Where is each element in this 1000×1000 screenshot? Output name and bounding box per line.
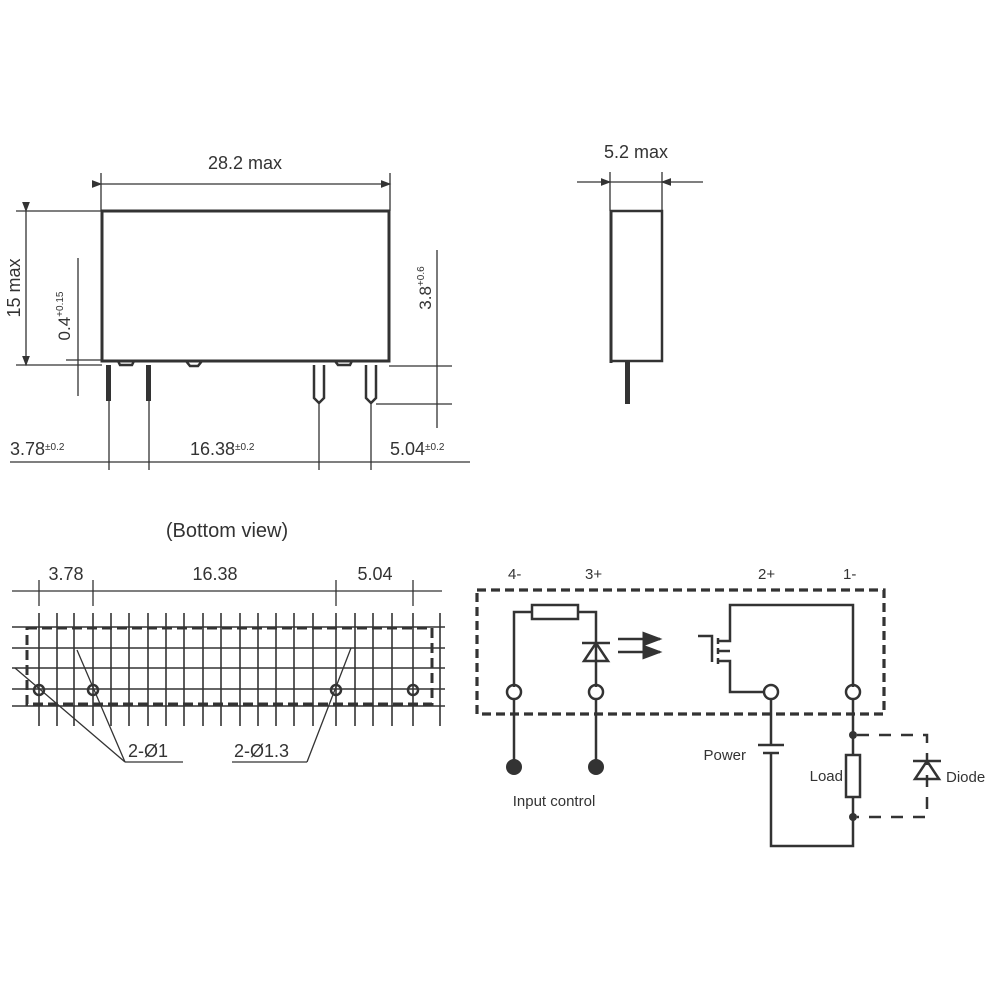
pin-4: [364, 365, 378, 405]
led-icon: [581, 640, 611, 663]
pin-label-3: 3+: [585, 566, 602, 583]
pin-2: [146, 365, 151, 401]
side-pin: [625, 362, 630, 404]
hole-4: [406, 683, 420, 697]
bottom-dim-left: 3.78: [48, 564, 83, 584]
front-view: 28.2 max 15 max 0.4+0.15 3.8+0.6 3.78±0.…: [4, 153, 470, 470]
width-dimension-label: 28.2 max: [208, 153, 282, 173]
load-icon: [844, 753, 862, 799]
pitch-mid-label: 16.38: [190, 439, 235, 459]
hole-2: [86, 683, 100, 697]
input-terminal-4: [506, 759, 522, 775]
standoff-label: 0.4: [55, 317, 74, 341]
relay-body: [100, 209, 391, 363]
pin-length-label: 3.8: [416, 286, 435, 310]
bottom-view-title: (Bottom view): [166, 520, 288, 542]
height-dimension-label: 15 max: [4, 258, 24, 317]
hole-3: [329, 683, 343, 697]
svg-text:5.04±0.2: 5.04±0.2: [390, 439, 445, 459]
terminal-3: [587, 683, 605, 701]
bottom-dim-mid: 16.38: [192, 564, 237, 584]
circuit-diagram: 4- 3+ 2+ 1- Input control: [475, 566, 985, 848]
load-label: Load: [810, 768, 843, 785]
pitch-left-label: 3.78: [10, 439, 45, 459]
svg-text:0.4+0.15: 0.4+0.15: [55, 291, 74, 340]
terminal-1: [844, 683, 862, 701]
diode-icon: [912, 758, 942, 781]
svg-text:16.38±0.2: 16.38±0.2: [190, 439, 255, 459]
mosfet-icon: [698, 603, 855, 694]
pin-3: [312, 365, 326, 405]
side-width-label: 5.2 max: [604, 142, 668, 162]
terminal-4: [505, 683, 523, 701]
module-outline: [475, 588, 886, 716]
side-body: [609, 209, 664, 363]
pin-length-tolerance: +0.6: [416, 266, 427, 286]
power-label: Power: [703, 747, 746, 764]
standoff-tolerance: +0.15: [55, 291, 66, 317]
pin-1: [106, 365, 111, 401]
terminal-2: [762, 683, 780, 701]
input-control-label: Input control: [513, 793, 596, 810]
input-terminal-3: [588, 759, 604, 775]
pitch-right-label: 5.04: [390, 439, 425, 459]
pin-label-4: 4-: [508, 566, 521, 583]
svg-text:3.8+0.6: 3.8+0.6: [416, 266, 435, 310]
relay-footprint-outline: [25, 626, 434, 706]
small-hole-label: 2-Ø1: [128, 741, 168, 761]
diode-label: Diode: [946, 769, 985, 786]
side-view: 5.2 max: [577, 142, 703, 404]
pin-label-1: 1-: [843, 566, 856, 583]
bottom-view: (Bottom view) 3.78 16.38 5.04: [12, 520, 445, 763]
svg-text:3.78±0.2: 3.78±0.2: [10, 439, 65, 459]
large-hole-label: 2-Ø1.3: [234, 741, 289, 761]
pin-label-2: 2+: [758, 566, 775, 583]
pcb-grid: [12, 613, 445, 726]
resistor-icon: [530, 603, 580, 621]
hole-1: [32, 683, 46, 697]
bottom-dim-right: 5.04: [357, 564, 392, 584]
